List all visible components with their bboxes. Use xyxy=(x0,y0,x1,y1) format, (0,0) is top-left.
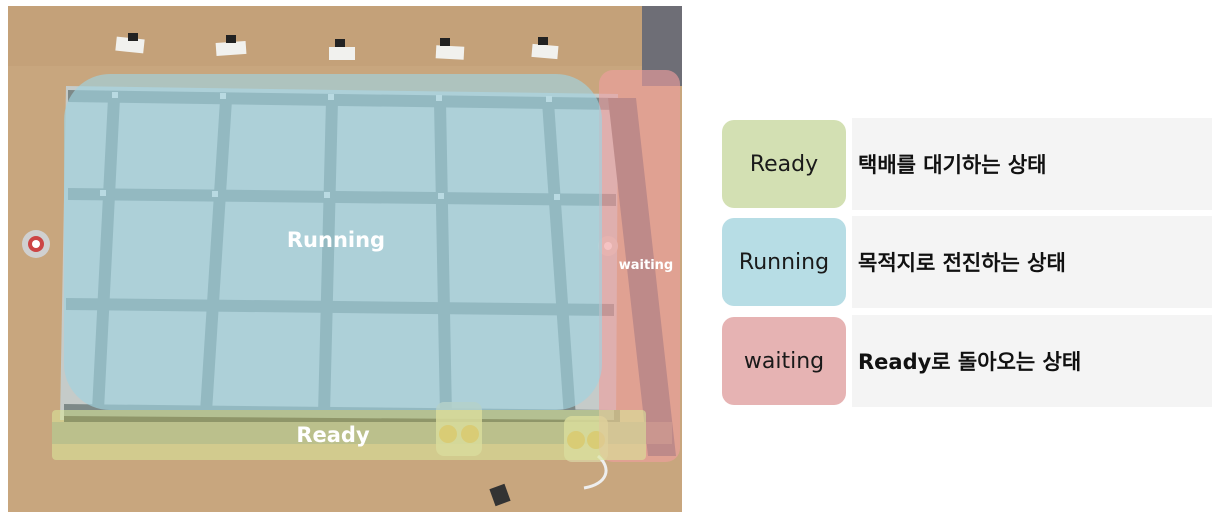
zone-ready-label: Ready xyxy=(296,423,370,447)
legend-key-ready: Ready xyxy=(722,120,846,208)
small-device xyxy=(489,483,511,507)
legend-key-waiting: waiting xyxy=(722,317,846,405)
zone-running-label: Running xyxy=(286,228,386,252)
legend-desc-running: 목적지로 전진하는 상태 xyxy=(852,216,1212,308)
tape-roll-left xyxy=(22,230,50,258)
zone-waiting-label: waiting xyxy=(618,258,674,273)
zone-ready-overlay xyxy=(52,410,646,460)
legend-desc-ready: 택배를 대기하는 상태 xyxy=(852,118,1212,210)
paper-tags xyxy=(115,33,559,60)
legend-desc-waiting: Ready로 돌아오는 상태 xyxy=(852,315,1212,407)
zone-waiting-overlay xyxy=(599,70,680,462)
legend-key-running: Running xyxy=(722,218,846,306)
zone-running-overlay xyxy=(64,74,602,410)
board-photo: Running Ready waiting xyxy=(8,6,682,512)
board-drawing xyxy=(8,6,682,512)
